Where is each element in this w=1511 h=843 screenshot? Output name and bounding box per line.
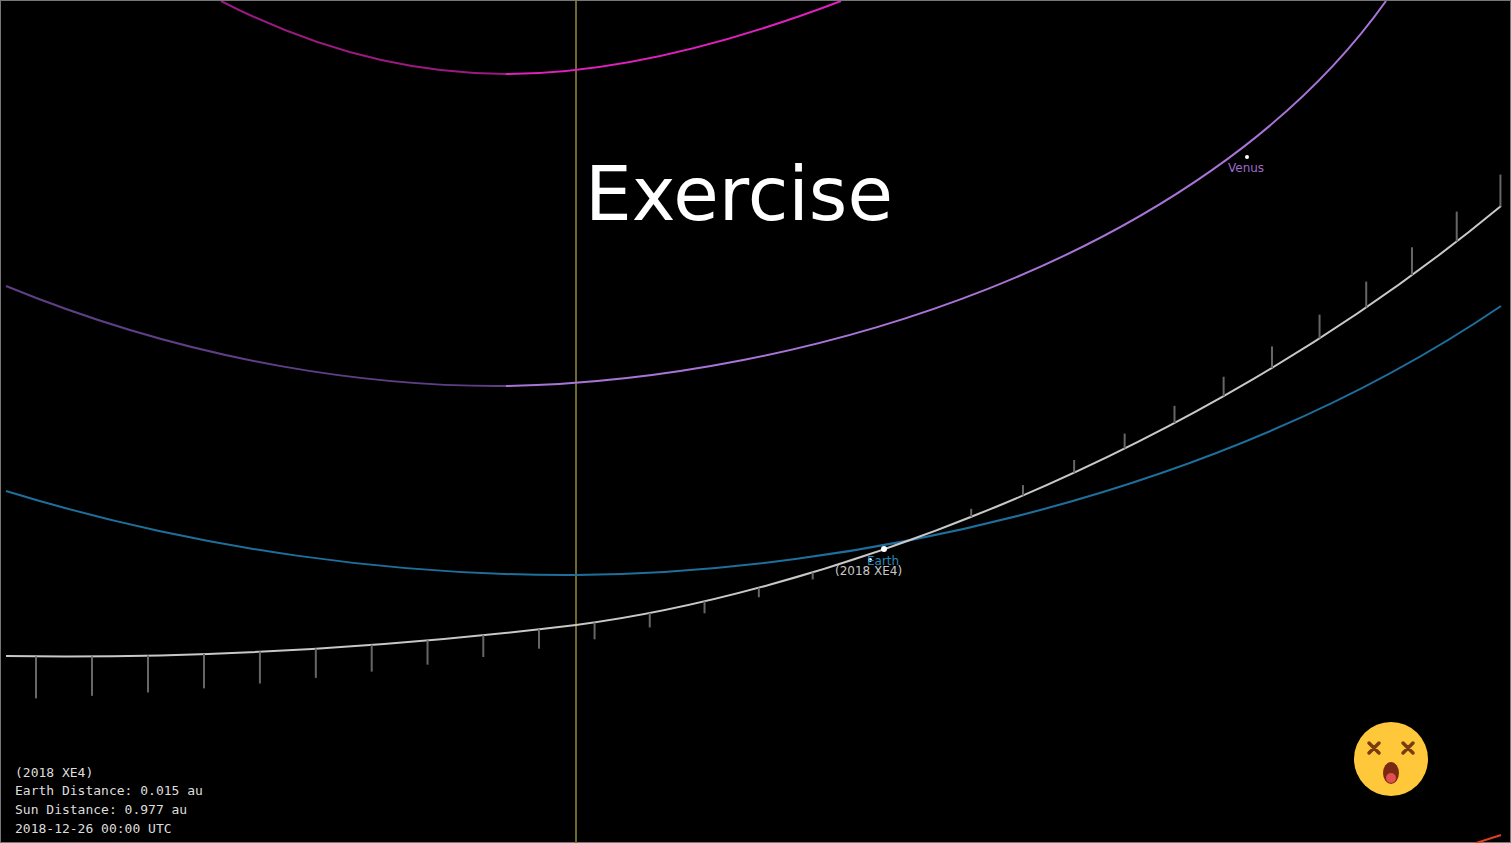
venus-dot: [1245, 155, 1249, 159]
asteroid-label: (2018 XE4): [835, 565, 902, 577]
dizzy-emoji: [1354, 722, 1428, 796]
asteroid-orbit: [6, 206, 1501, 656]
info-line: Earth Distance: 0.015 au: [15, 784, 203, 797]
outer-orbit: [221, 1, 506, 74]
venus-orbit: [506, 1, 1386, 386]
earth-dot: [881, 546, 887, 552]
info-line: (2018 XE4): [15, 766, 93, 779]
tick-marks: [36, 175, 1500, 699]
info-line: Sun Distance: 0.977 au: [15, 803, 187, 816]
outer-orbit: [506, 1, 841, 74]
orbit-fragment: [1473, 835, 1501, 843]
planet-label: Venus: [1228, 162, 1264, 174]
venus-orbit: [6, 286, 506, 386]
info-line: 2018-12-26 00:00 UTC: [15, 822, 172, 835]
reference-line: [575, 1, 577, 843]
slide-title: Exercise: [585, 151, 893, 237]
earth-orbit: [6, 306, 1501, 575]
